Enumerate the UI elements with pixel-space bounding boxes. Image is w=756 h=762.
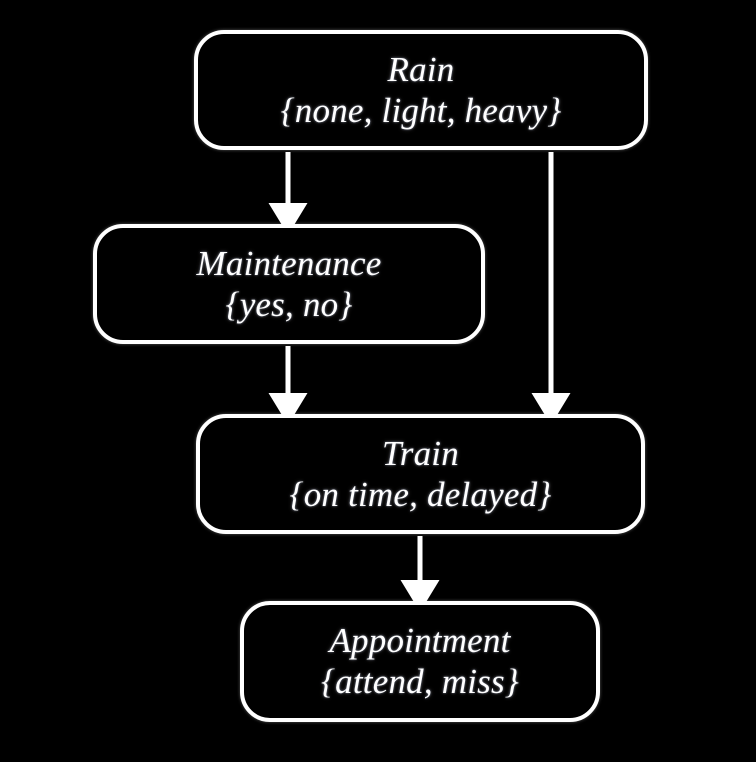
node-appointment-states: {attend, miss} xyxy=(320,662,520,701)
node-train-states: {on time, delayed} xyxy=(289,474,552,514)
node-maintenance-states: {yes, no} xyxy=(225,284,353,324)
node-train-title: Train xyxy=(382,433,459,473)
node-maintenance-title: Maintenance xyxy=(196,243,382,283)
node-appointment[interactable]: Appointment {attend, miss} xyxy=(240,601,600,722)
node-appointment-title: Appointment xyxy=(329,621,511,661)
node-train[interactable]: Train {on time, delayed} xyxy=(196,414,645,534)
node-rain[interactable]: Rain {none, light, heavy} xyxy=(194,30,648,150)
node-maintenance[interactable]: Maintenance {yes, no} xyxy=(93,224,485,344)
node-rain-states: {none, light, heavy} xyxy=(280,90,562,130)
node-rain-title: Rain xyxy=(387,49,455,89)
